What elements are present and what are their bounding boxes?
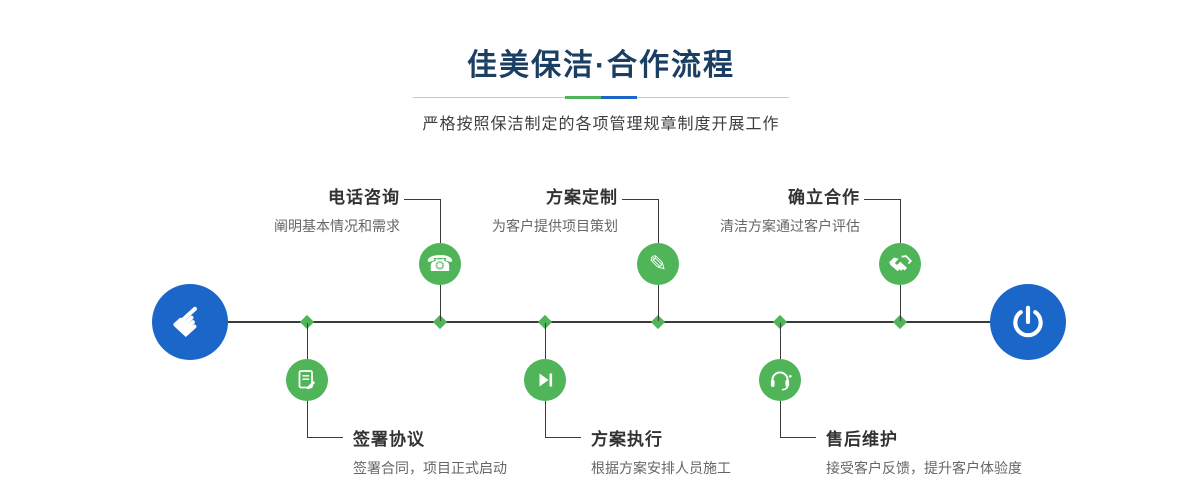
step-label-aftersales: 售后维护 接受客户反馈，提升客户体验度 bbox=[826, 428, 1022, 477]
page-subtitle: 严格按照保洁制定的各项管理规章制度开展工作 bbox=[422, 116, 780, 133]
step-node-execution bbox=[524, 359, 566, 401]
power-icon bbox=[1013, 305, 1043, 338]
step-title: 确立合作 bbox=[788, 188, 860, 207]
timeline-start-node: ☛ bbox=[152, 284, 228, 360]
step-title: 方案执行 bbox=[591, 430, 663, 449]
timeline-end-node bbox=[990, 284, 1066, 360]
connector bbox=[900, 285, 901, 321]
step-label-phone: 电话咨询 阐明基本情况和需求 bbox=[160, 186, 400, 235]
connector bbox=[622, 199, 658, 200]
step-title: 方案定制 bbox=[546, 188, 618, 207]
connector bbox=[780, 401, 781, 437]
step-node-plan: ✎ bbox=[637, 243, 679, 285]
step-node-cooperation bbox=[879, 243, 921, 285]
step-desc: 为客户提供项目策划 bbox=[492, 217, 618, 234]
step-label-contract: 签署协议 签署合同，项目正式启动 bbox=[353, 428, 507, 477]
play-next-icon bbox=[539, 373, 553, 387]
step-node-phone: ☎ bbox=[419, 243, 461, 285]
connector bbox=[780, 323, 781, 359]
page-title: 佳美保洁·合作流程 bbox=[467, 49, 735, 82]
title-divider bbox=[413, 96, 789, 99]
connector bbox=[307, 401, 308, 437]
step-title: 售后维护 bbox=[826, 430, 898, 449]
connector bbox=[440, 199, 441, 243]
divider-accent-blue bbox=[601, 96, 637, 99]
connector bbox=[307, 323, 308, 359]
connector bbox=[440, 285, 441, 321]
step-label-plan: 方案定制 为客户提供项目策划 bbox=[378, 186, 618, 235]
connector bbox=[404, 199, 440, 200]
connector bbox=[900, 199, 901, 243]
step-desc: 阐明基本情况和需求 bbox=[274, 217, 400, 234]
step-desc: 根据方案安排人员施工 bbox=[591, 459, 731, 476]
connector bbox=[780, 437, 816, 438]
connector bbox=[545, 401, 546, 437]
step-desc: 接受客户反馈，提升客户体验度 bbox=[826, 459, 1022, 476]
headset-icon bbox=[770, 371, 792, 391]
connector bbox=[307, 437, 343, 438]
hand-like-icon: ☛ bbox=[161, 293, 219, 351]
timeline-axis bbox=[190, 321, 1030, 323]
step-desc: 清洁方案通过客户评估 bbox=[720, 217, 860, 234]
divider-accent-green bbox=[565, 96, 601, 99]
step-label-execution: 方案执行 根据方案安排人员施工 bbox=[591, 428, 731, 477]
step-desc: 签署合同，项目正式启动 bbox=[353, 459, 507, 476]
connector bbox=[545, 323, 546, 359]
step-title: 电话咨询 bbox=[328, 188, 400, 207]
connector bbox=[864, 199, 900, 200]
connector bbox=[658, 285, 659, 321]
step-node-contract bbox=[286, 359, 328, 401]
step-title: 签署协议 bbox=[353, 430, 425, 449]
step-node-aftersales bbox=[759, 359, 801, 401]
contract-icon bbox=[298, 370, 316, 390]
phone-icon: ☎ bbox=[426, 251, 454, 276]
step-label-cooperation: 确立合作 清洁方案通过客户评估 bbox=[620, 186, 860, 235]
connector bbox=[545, 437, 581, 438]
pencil-icon: ✎ bbox=[648, 251, 668, 276]
handshake-icon bbox=[889, 255, 913, 272]
connector bbox=[658, 199, 659, 243]
